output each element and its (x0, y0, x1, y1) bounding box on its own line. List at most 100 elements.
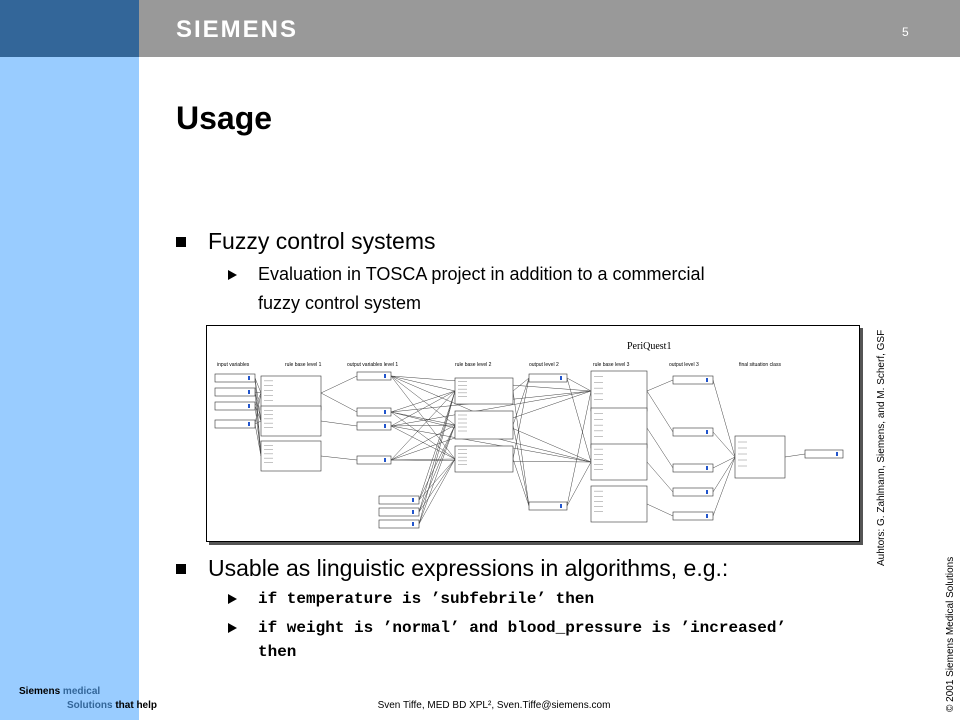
rule-base-node (260, 405, 322, 437)
sub-bullet-evaluation: Evaluation in TOSCA project in addition … (228, 260, 705, 318)
connection-line (418, 458, 456, 501)
code-example-1: if temperature is ’subfebrile’ then (228, 585, 594, 613)
bullet-fuzzy-control: Fuzzy control systems (176, 228, 436, 255)
bullet-text: Usable as linguistic expressions in algo… (208, 555, 729, 581)
connection-line (254, 391, 262, 457)
connection-line (418, 390, 456, 501)
output-variable-node (356, 407, 392, 417)
connection-line (512, 390, 530, 507)
connection-line (254, 392, 262, 425)
connection-line (512, 377, 530, 392)
membership-marker (706, 378, 708, 382)
fuzzy-control-diagram: PeriQuest1 input variables rule base lev… (206, 325, 860, 542)
connection-line (320, 455, 358, 461)
code-line: if weight is ’normal’ and blood_pressure… (258, 619, 787, 637)
diagram-col-label: output level 3 (669, 362, 699, 368)
connection-line (320, 392, 358, 413)
rule-base-node (590, 443, 648, 481)
connection-line (254, 423, 262, 457)
input-variable-node (378, 495, 420, 505)
page-number: 5 (902, 25, 909, 39)
connection-line (712, 379, 736, 458)
connection-line (646, 461, 674, 493)
connection-line (418, 424, 456, 513)
footer-author: Sven Tiffe, MED BD XPL², Sven.Tiffe@siem… (377, 700, 611, 711)
membership-marker (248, 376, 250, 380)
triangle-bullet-icon (228, 623, 237, 633)
connection-line (712, 456, 736, 517)
connection-line (512, 458, 530, 507)
left-strip (0, 57, 139, 720)
square-bullet-icon (176, 564, 186, 574)
diagram-col-label: output level 2 (529, 362, 559, 368)
rule-base-node (590, 370, 648, 412)
output-variable-node (804, 449, 844, 459)
slide-title: Usage (176, 100, 273, 136)
connection-line (254, 405, 262, 422)
top-bar (0, 0, 960, 57)
diagram-col-label: rule base level 1 (285, 362, 322, 368)
connection-line (784, 453, 806, 458)
connection-line (254, 392, 262, 407)
output-variable-node (672, 463, 714, 473)
input-variable-node (378, 519, 420, 529)
connection-line (390, 424, 456, 461)
connection-line (712, 456, 736, 469)
membership-marker (384, 374, 386, 378)
connection-line (390, 375, 456, 460)
membership-marker (248, 404, 250, 408)
membership-marker (706, 514, 708, 518)
membership-marker (412, 498, 414, 502)
connection-line (418, 458, 456, 513)
connection-line (512, 424, 530, 507)
diagram-col-label: output variables level 1 (347, 362, 398, 368)
rule-base-node (590, 407, 648, 449)
diagram-title: PeriQuest1 (627, 341, 671, 352)
membership-marker (706, 490, 708, 494)
output-variable-node (672, 487, 714, 497)
code-example-2: if weight is ’normal’ and blood_pressure… (228, 614, 786, 666)
connection-line (390, 458, 456, 461)
membership-marker (412, 522, 414, 526)
rule-base-node (260, 440, 322, 472)
membership-marker (560, 504, 562, 508)
membership-marker (836, 452, 838, 456)
tagline-line-2: Solutions that help (67, 700, 158, 711)
bullet-text: Fuzzy control systems (208, 228, 436, 254)
diagram-col-label: rule base level 3 (593, 362, 630, 368)
connection-line (566, 390, 592, 507)
connection-line (566, 377, 592, 463)
diagram-col-label: input variables (217, 362, 250, 368)
connection-line (418, 424, 456, 525)
input-variable-node (378, 507, 420, 517)
connection-line (646, 503, 674, 517)
output-variable-node (356, 455, 392, 465)
membership-marker (384, 458, 386, 462)
square-bullet-icon (176, 237, 186, 247)
connection-line (512, 377, 530, 460)
side-credit: Auhtors: G. Zahlmann, Siemens, and M. Sc… (876, 329, 887, 566)
rule-base-node (454, 377, 514, 405)
bullet-linguistic: Usable as linguistic expressions in algo… (176, 555, 728, 582)
sub-bullet-line: Evaluation in TOSCA project in addition … (258, 264, 705, 284)
connection-line (254, 391, 262, 394)
connection-line (254, 405, 262, 457)
membership-marker (560, 376, 562, 380)
membership-marker (384, 410, 386, 414)
input-variable-node (214, 387, 256, 397)
connection-line (320, 420, 358, 427)
connection-line (390, 375, 456, 392)
final-situation-node (734, 435, 786, 479)
connection-line (418, 424, 456, 501)
connection-line (320, 375, 358, 394)
connection-line (418, 390, 456, 513)
connection-line (254, 391, 262, 422)
diagram-nodes (214, 370, 844, 529)
output-variable-node (672, 511, 714, 521)
connection-line (566, 377, 592, 392)
rule-base-node (454, 445, 514, 473)
output-variable-node (528, 501, 568, 511)
connection-line (646, 427, 674, 469)
connection-line (418, 458, 456, 525)
brand-logo: SIEMENS (176, 16, 299, 43)
